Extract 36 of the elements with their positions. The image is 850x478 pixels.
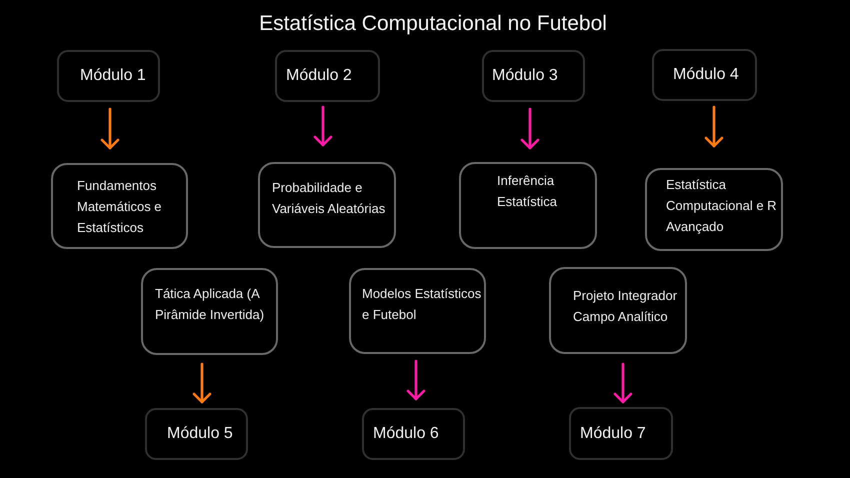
module-label: Módulo 2 (286, 66, 352, 86)
module-box (482, 50, 585, 102)
topic-text: Estatística Computacional e R Avançado (666, 176, 778, 236)
topic-text: Projeto Integrador Campo Analítico (573, 287, 678, 326)
topic-box (141, 268, 278, 355)
arrow (614, 362, 632, 404)
module-label: Módulo 1 (80, 66, 146, 86)
module-box (569, 407, 673, 460)
topic-text: Tática Aplicada (A Pirâmide Invertida) (155, 285, 266, 324)
module-box (275, 50, 380, 102)
arrow (406, 360, 426, 400)
topic-box (258, 162, 396, 248)
module-box (57, 50, 160, 102)
module-label: Módulo 6 (373, 424, 439, 444)
topic-box (349, 268, 486, 354)
topic-box (645, 168, 783, 251)
topic-text: Probabilidade e Variáveis Aleatórias (272, 179, 386, 218)
module-box (652, 49, 757, 101)
topic-text: Inferência Estatística (497, 172, 558, 211)
arrow (192, 362, 212, 404)
module-box (362, 408, 465, 460)
arrow (100, 108, 120, 150)
arrow (314, 106, 332, 146)
topic-box (549, 267, 687, 354)
topic-box (459, 162, 597, 249)
topic-text: Modelos Estatísticos e Futebol (362, 285, 482, 324)
topic-text: Fundamentos Matemáticos e Estatísticos (77, 177, 163, 237)
topic-box (51, 163, 188, 249)
arrow (520, 108, 540, 150)
module-label: Módulo 5 (167, 424, 233, 444)
module-label: Módulo 7 (580, 424, 646, 444)
arrow (704, 106, 724, 148)
diagram-title: Estatística Computacional no Futebol (259, 11, 607, 37)
module-box (145, 408, 248, 460)
module-label: Módulo 4 (673, 65, 739, 85)
module-label: Módulo 3 (492, 66, 558, 86)
